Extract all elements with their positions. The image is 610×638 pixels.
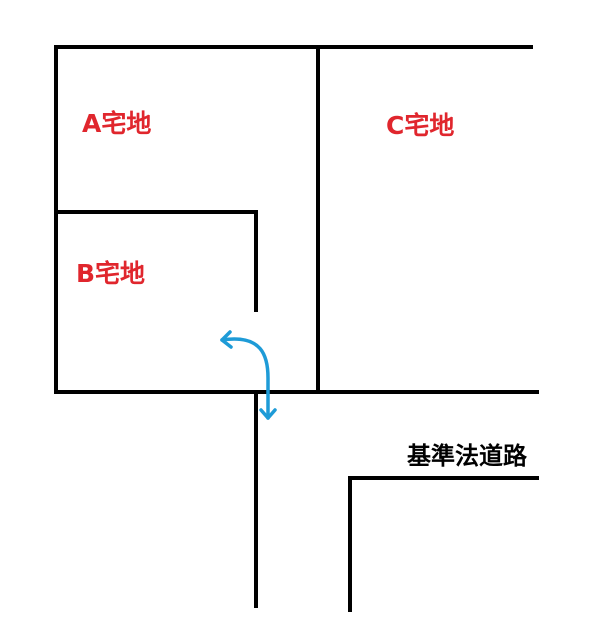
lot-a-label: A宅地: [82, 109, 151, 138]
double-headed-curved-arrow-icon: [220, 330, 277, 420]
road-label: 基準法道路: [407, 442, 528, 470]
lot-b-label: B宅地: [76, 259, 145, 288]
lot-c-label: C宅地: [386, 111, 454, 140]
